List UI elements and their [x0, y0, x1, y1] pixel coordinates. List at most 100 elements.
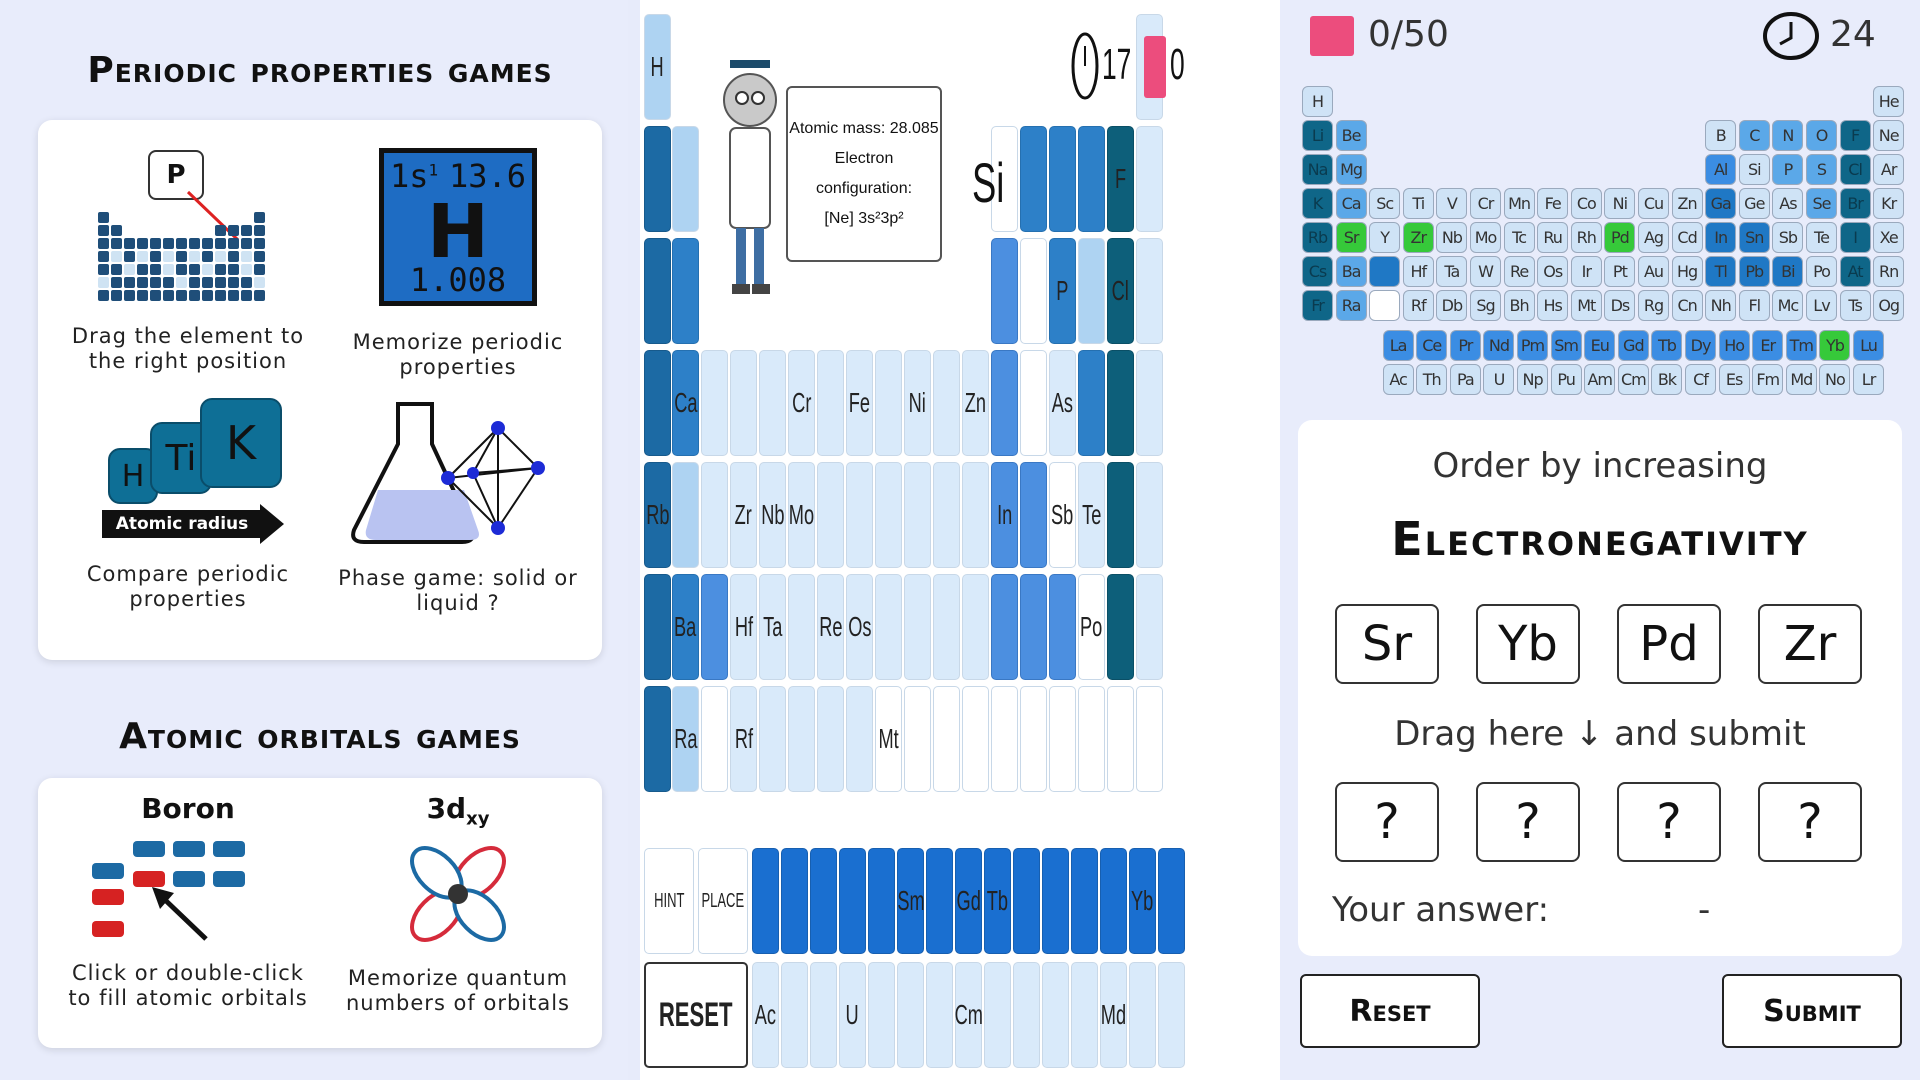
drop-cell[interactable]: Fe	[846, 350, 873, 456]
drop-cell[interactable]	[1020, 238, 1047, 344]
drop-cell[interactable]: Ca	[672, 350, 699, 456]
drop-cell[interactable]	[1078, 238, 1105, 344]
drop-cell[interactable]: Sb	[1049, 462, 1076, 568]
drop-cell[interactable]	[875, 350, 902, 456]
drop-cell[interactable]	[817, 350, 844, 456]
drop-cell[interactable]	[904, 574, 931, 680]
drop-cell[interactable]	[991, 574, 1018, 680]
drop-cell[interactable]: Nb	[759, 462, 786, 568]
drop-cell[interactable]	[1042, 962, 1069, 1068]
drop-cell[interactable]	[1136, 350, 1163, 456]
drop-cell[interactable]	[701, 574, 728, 680]
game-tile-compare-properties[interactable]: H Ti K Atomic radius Compare periodic pr…	[58, 398, 318, 612]
drop-cell[interactable]	[1078, 686, 1105, 792]
drop-cell[interactable]	[672, 126, 699, 232]
drop-cell[interactable]: Re	[817, 574, 844, 680]
drop-cell[interactable]: Ra	[672, 686, 699, 792]
drop-cell[interactable]	[701, 350, 728, 456]
drop-cell[interactable]	[759, 686, 786, 792]
drop-cell[interactable]	[1020, 574, 1047, 680]
game-tile-quantum-numbers[interactable]: 3dxy Memorize quantum numbers of orbital…	[328, 792, 588, 1016]
drop-cell[interactable]	[962, 574, 989, 680]
drop-cell[interactable]: Zr	[730, 462, 757, 568]
drop-cell[interactable]	[1158, 962, 1185, 1068]
drop-cell[interactable]: Cl	[1107, 238, 1134, 344]
drop-cell[interactable]	[1136, 574, 1163, 680]
drop-cell[interactable]: Sm	[897, 848, 924, 954]
drop-cell[interactable]	[810, 848, 837, 954]
drop-cell[interactable]	[810, 962, 837, 1068]
drop-cell[interactable]	[781, 962, 808, 1068]
drop-cell[interactable]: Md	[1100, 962, 1127, 1068]
drop-cell[interactable]	[1049, 686, 1076, 792]
drop-cell[interactable]: U	[839, 962, 866, 1068]
drop-cell[interactable]	[644, 238, 671, 344]
drop-cell[interactable]	[868, 962, 895, 1068]
drop-cell[interactable]	[933, 686, 960, 792]
game-tile-drag-element[interactable]: P Drag the element to the right position	[58, 150, 318, 374]
drop-cell[interactable]	[875, 574, 902, 680]
drop-cell[interactable]: Ni	[904, 350, 931, 456]
drop-cell[interactable]	[991, 686, 1018, 792]
drop-cell[interactable]	[1020, 350, 1047, 456]
drop-cell[interactable]	[933, 462, 960, 568]
drop-cell[interactable]	[752, 848, 779, 954]
drop-cell[interactable]: Rb	[644, 462, 671, 568]
drop-cell[interactable]	[991, 350, 1018, 456]
drop-cell[interactable]	[962, 462, 989, 568]
drop-cell[interactable]: Po	[1078, 574, 1105, 680]
drop-cell[interactable]: F	[1107, 126, 1134, 232]
drop-cell[interactable]	[962, 686, 989, 792]
answer-slot-1[interactable]: ?	[1335, 782, 1439, 862]
choice-sr[interactable]: Sr	[1335, 604, 1439, 684]
drop-cell[interactable]: Gd	[955, 848, 982, 954]
drop-cell[interactable]	[1020, 686, 1047, 792]
drop-cell[interactable]	[759, 350, 786, 456]
answer-slot-4[interactable]: ?	[1758, 782, 1862, 862]
place-button[interactable]: PLACE	[698, 848, 748, 954]
drop-cell[interactable]	[1107, 462, 1134, 568]
drop-cell[interactable]	[904, 686, 931, 792]
drop-cell[interactable]: P	[1049, 238, 1076, 344]
submit-button[interactable]: Submit	[1722, 974, 1902, 1048]
drop-cell[interactable]	[788, 686, 815, 792]
choice-zr[interactable]: Zr	[1758, 604, 1862, 684]
drop-cell[interactable]	[933, 350, 960, 456]
answer-slot-3[interactable]: ?	[1617, 782, 1721, 862]
drop-cell[interactable]	[1049, 574, 1076, 680]
drop-cell[interactable]	[701, 462, 728, 568]
drop-cell[interactable]	[839, 848, 866, 954]
drop-cell[interactable]: In	[991, 462, 1018, 568]
drop-cell[interactable]	[846, 686, 873, 792]
drop-cell[interactable]: Ba	[672, 574, 699, 680]
drop-cell[interactable]	[1013, 962, 1040, 1068]
drop-cell[interactable]	[1078, 126, 1105, 232]
drop-cell[interactable]: Hf	[730, 574, 757, 680]
drop-cell[interactable]: Os	[846, 574, 873, 680]
drop-cell[interactable]	[1107, 574, 1134, 680]
drop-cell[interactable]	[1136, 686, 1163, 792]
choice-yb[interactable]: Yb	[1476, 604, 1580, 684]
drop-cell[interactable]	[644, 126, 671, 232]
choice-pd[interactable]: Pd	[1617, 604, 1721, 684]
game-tile-fill-orbitals[interactable]: Boron Click or double-click to fill atom…	[58, 792, 318, 1011]
drop-cell[interactable]: Ta	[759, 574, 786, 680]
drop-cell[interactable]	[926, 962, 953, 1068]
drop-cell[interactable]	[1107, 686, 1134, 792]
drop-cell[interactable]	[730, 350, 757, 456]
drop-cell[interactable]	[1078, 350, 1105, 456]
drop-cell[interactable]	[1158, 848, 1185, 954]
drop-cell[interactable]	[1129, 962, 1156, 1068]
drop-cell[interactable]	[1013, 848, 1040, 954]
drop-cell[interactable]	[868, 848, 895, 954]
drop-cell[interactable]	[644, 350, 671, 456]
drop-cell[interactable]	[1136, 238, 1163, 344]
drop-cell[interactable]	[1136, 126, 1163, 232]
drop-cell[interactable]	[1071, 848, 1098, 954]
drop-cell[interactable]	[817, 686, 844, 792]
drop-cell[interactable]	[817, 462, 844, 568]
drop-cell[interactable]	[846, 462, 873, 568]
drop-cell[interactable]	[904, 462, 931, 568]
drop-cell[interactable]: Ac	[752, 962, 779, 1068]
answer-slot-2[interactable]: ?	[1476, 782, 1580, 862]
